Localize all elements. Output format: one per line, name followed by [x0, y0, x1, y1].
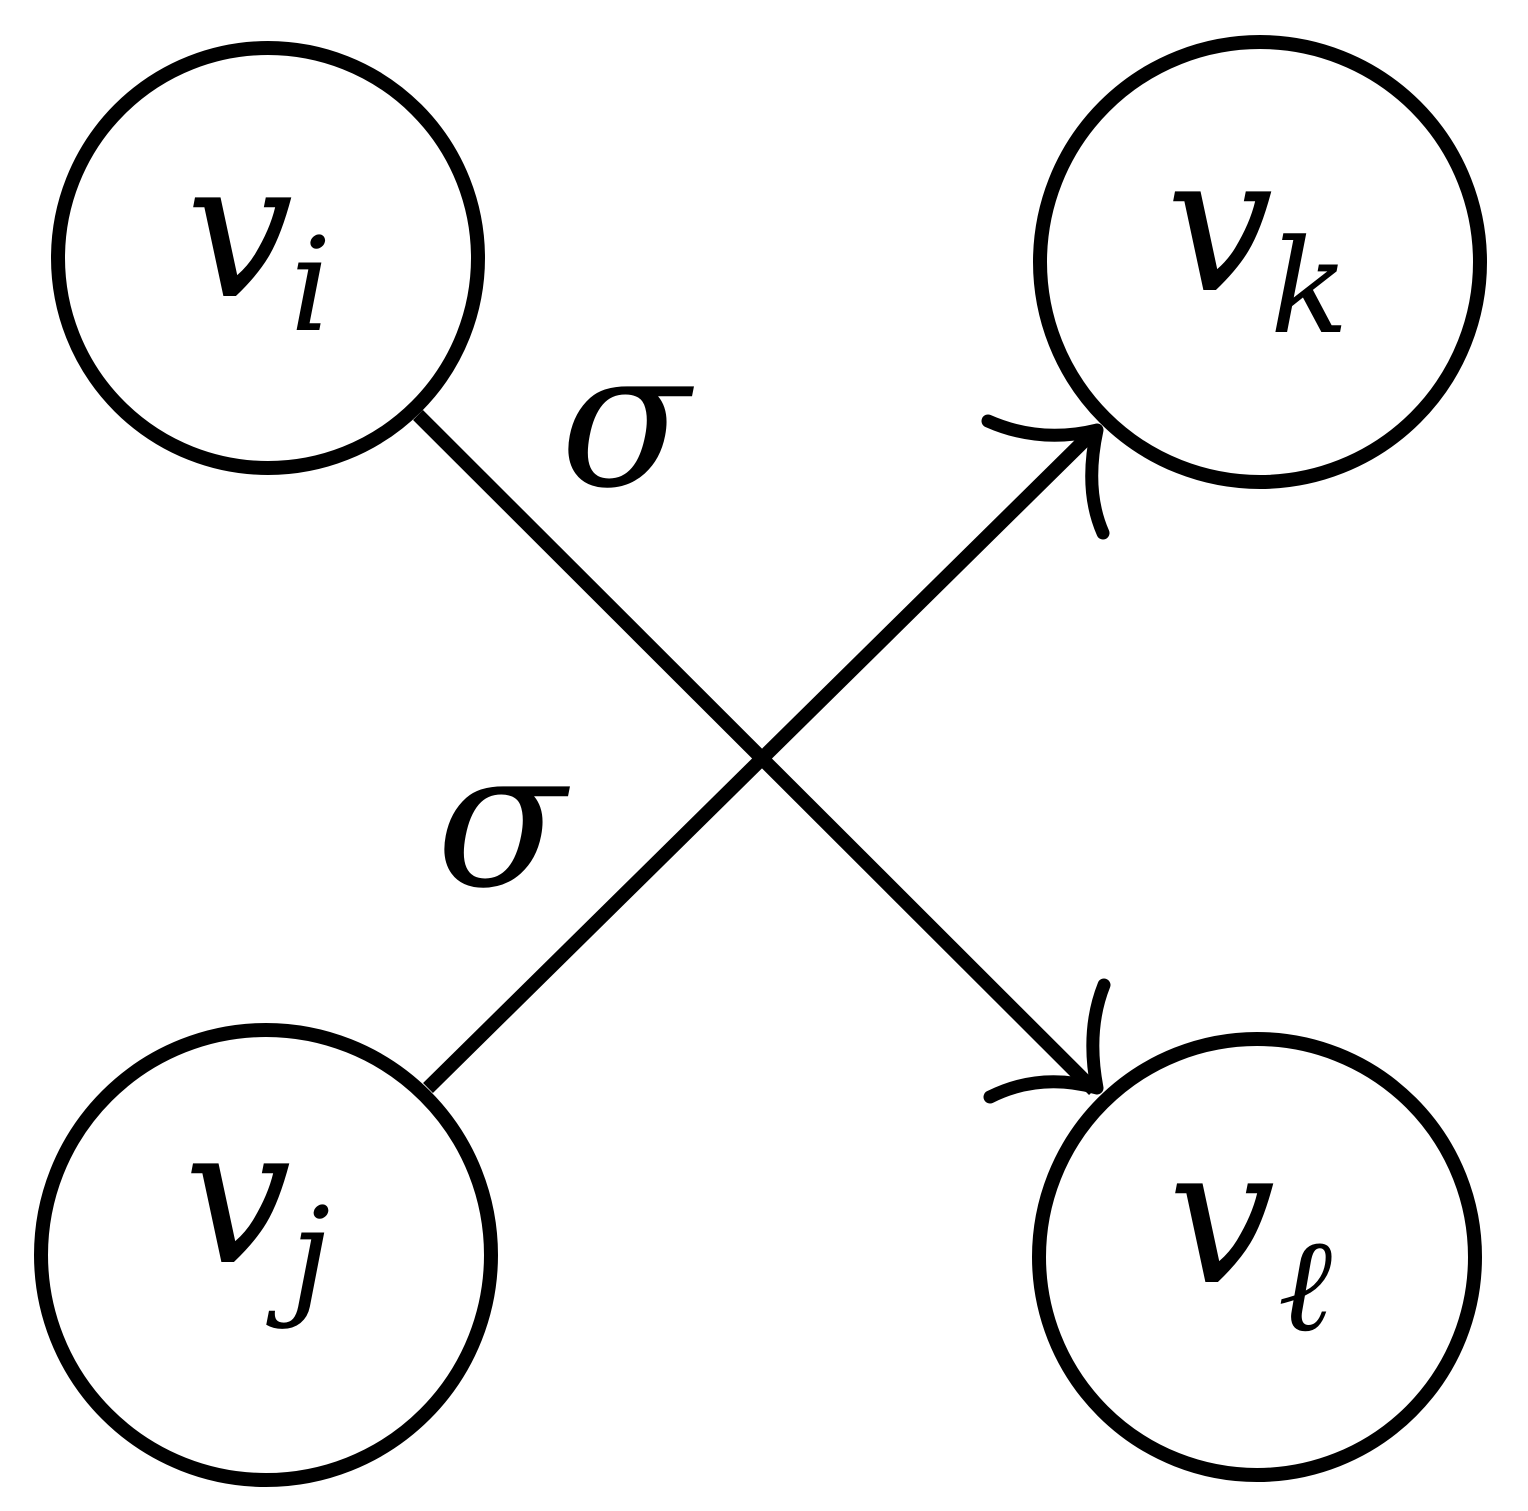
node-vk: v k	[1033, 35, 1487, 489]
node-vi: v i	[51, 41, 485, 475]
edge-vi-to-vl	[413, 410, 1111, 1104]
edge-vj-vk-line	[423, 426, 1099, 1093]
node-vj-var: v	[184, 1086, 291, 1307]
edge-label-vi-vl: σ	[560, 309, 694, 530]
edge-vj-to-vk	[423, 414, 1110, 1093]
node-vk-circle	[1033, 35, 1487, 489]
arrow-head-vk	[981, 414, 1110, 540]
node-vl: v ℓ	[1032, 1032, 1482, 1482]
edge-vi-vl-line	[413, 410, 1099, 1095]
edge-label-vj-vk: σ	[436, 709, 570, 930]
node-vl-sub: ℓ	[1278, 1209, 1332, 1361]
node-vi-sub: i	[290, 209, 332, 361]
node-vl-var: v	[1168, 1106, 1275, 1327]
arrow-head-vl	[983, 978, 1111, 1104]
node-vk-var: v	[1166, 114, 1273, 335]
node-vi-var: v	[186, 120, 293, 341]
node-vl-circle	[1032, 1032, 1482, 1482]
node-vi-circle	[51, 41, 485, 475]
node-vj-circle	[34, 1023, 498, 1487]
node-vk-sub: k	[1270, 211, 1349, 363]
node-vj: v j	[34, 1023, 498, 1487]
